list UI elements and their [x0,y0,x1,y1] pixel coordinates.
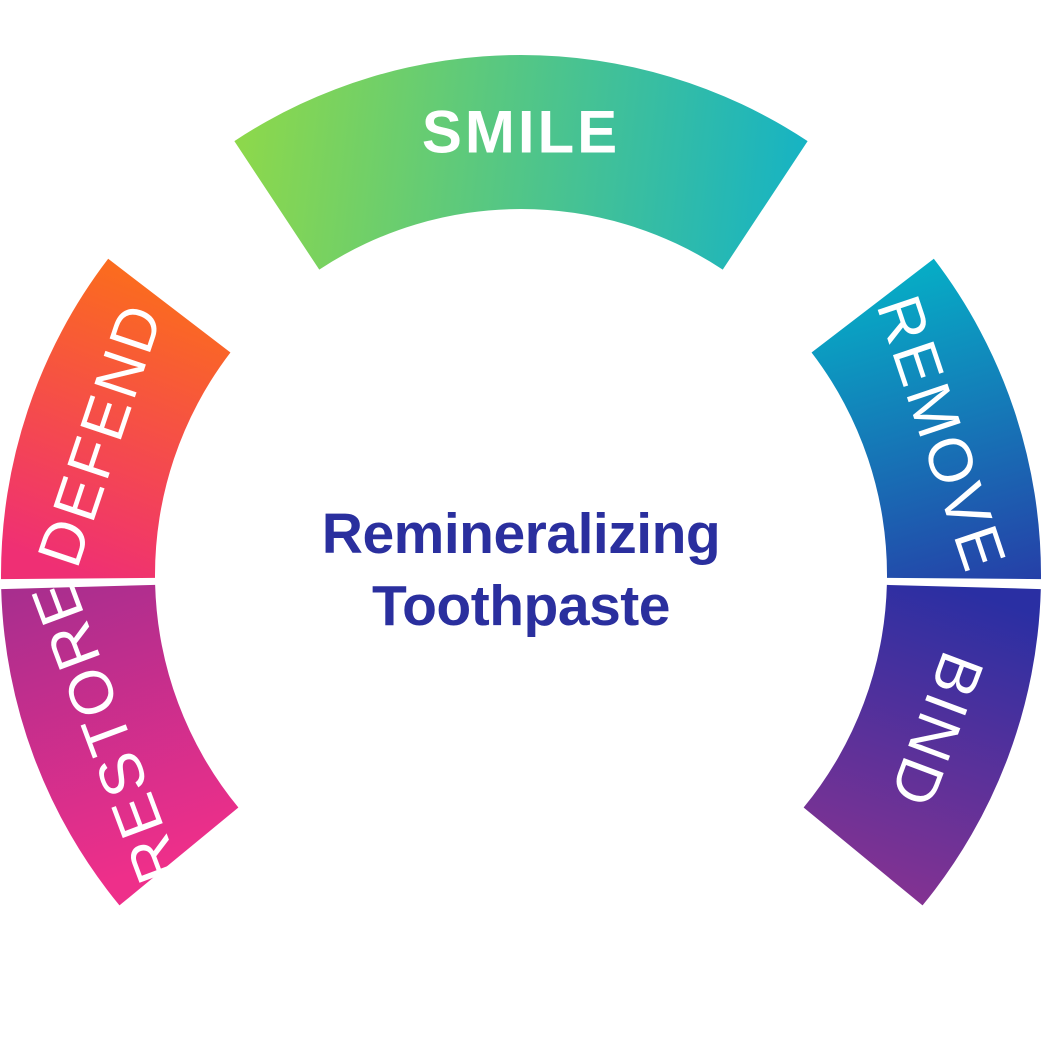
center-title: Remineralizing Toothpaste [221,498,821,642]
segment-restore [1,584,239,906]
center-title-line2: Toothpaste [372,574,670,638]
segment-smile [234,54,808,270]
segment-defend [1,258,231,580]
segment-remove [811,258,1042,580]
segment-bind [803,584,1041,906]
center-title-line1: Remineralizing [321,502,721,566]
segment-label-smile: SMILE [422,99,620,166]
